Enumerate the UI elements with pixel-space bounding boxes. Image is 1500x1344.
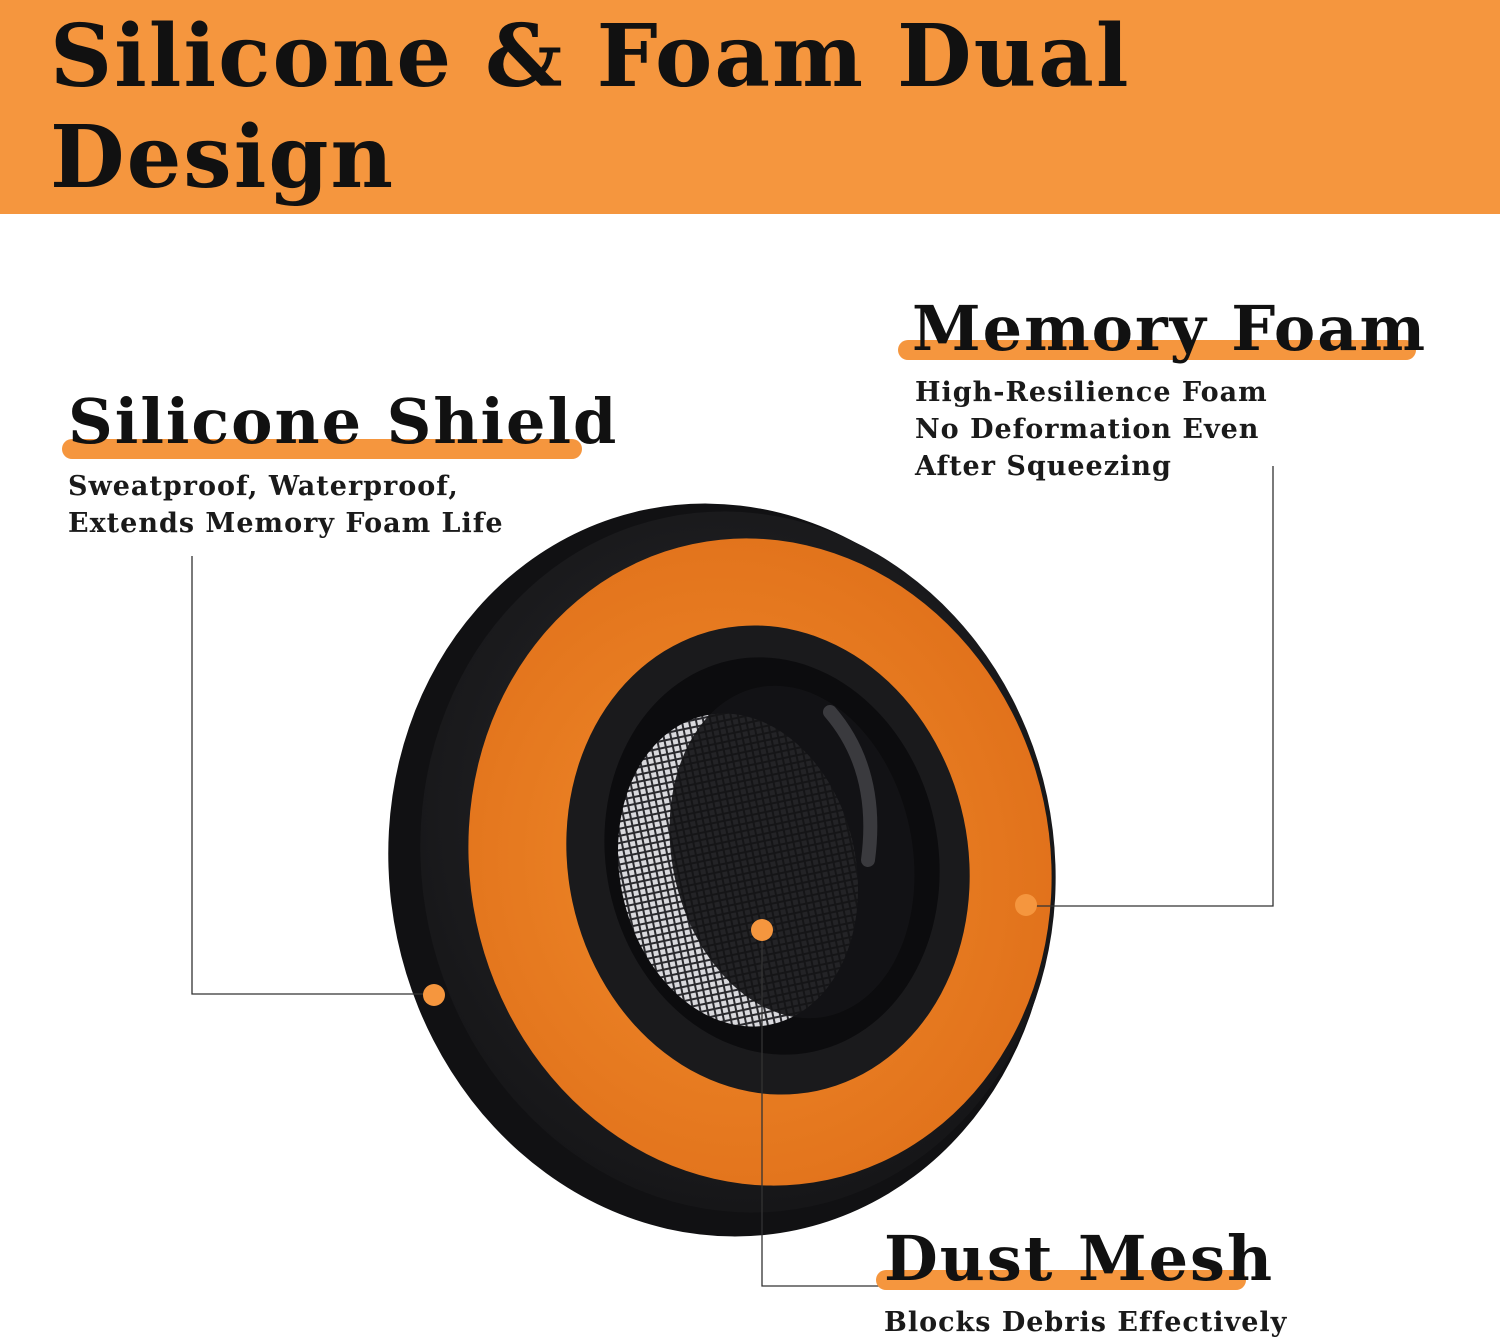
foam-leader-line (1026, 466, 1274, 907)
silicone-shield-description: Sweatproof, Waterproof, Extends Memory F… (68, 468, 504, 542)
mesh-dot (751, 919, 773, 941)
heading-highlight (898, 340, 1416, 360)
header-banner (0, 0, 1500, 214)
heading-highlight (876, 1270, 1246, 1290)
description-line: High-Resilience Foam (915, 377, 1268, 408)
silicone-dot (423, 984, 445, 1006)
page-title: Silicone & Foam Dual Design (50, 6, 1131, 208)
dust-mesh (617, 685, 915, 1027)
mesh-leader-line (761, 930, 884, 1287)
dust-mesh-heading: Dust Mesh (876, 1222, 1275, 1295)
memory-foam-title: Memory Foam (912, 292, 1428, 365)
silicone-shield-title: Silicone Shield (68, 385, 619, 458)
dust-mesh-title: Dust Mesh (884, 1222, 1275, 1295)
description-line: Extends Memory Foam Life (68, 508, 504, 539)
leader-lines (191, 466, 1274, 1287)
dust-mesh-description: Blocks Debris Effectively (884, 1304, 1287, 1341)
heading-highlight (62, 439, 582, 459)
description-line: After Squeezing (915, 451, 1172, 482)
silicone-shield-heading: Silicone Shield (62, 385, 619, 459)
memory-foam-heading: Memory Foam (898, 292, 1428, 365)
silicone-leader-line (191, 556, 434, 995)
memory-foam-description: High-Resilience Foam No Deformation Even… (915, 374, 1268, 485)
description-line: Blocks Debris Effectively (884, 1307, 1288, 1338)
foam-dot (1015, 894, 1037, 916)
description-line: Sweatproof, Waterproof, (68, 471, 459, 502)
description-line: No Deformation Even (915, 414, 1260, 445)
